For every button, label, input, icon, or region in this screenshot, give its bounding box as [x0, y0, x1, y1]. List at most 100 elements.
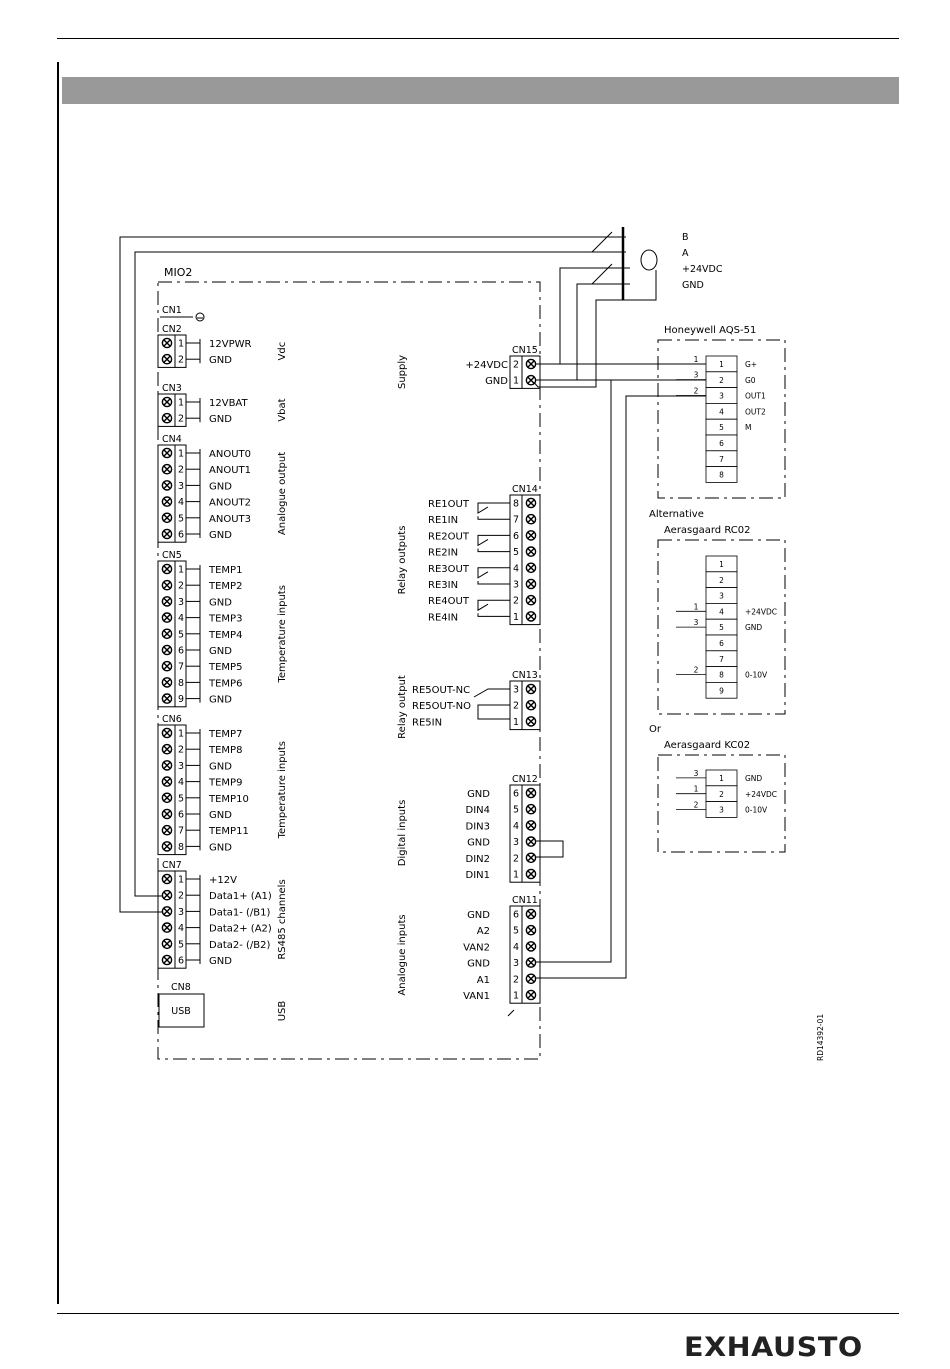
board-title: MIO2	[164, 266, 192, 279]
connector-group-label: Digital inputs	[397, 800, 408, 867]
pin-signal: TEMP2	[208, 581, 242, 592]
pin-number: 7	[178, 826, 184, 837]
sensor-pin-number: 4	[719, 407, 724, 416]
connector-name: CN11	[512, 895, 538, 906]
cn8-usb-box	[158, 993, 205, 1028]
pin-signal: GND	[209, 530, 232, 541]
screw-terminal-icon	[525, 924, 537, 936]
pin-number: 1	[513, 717, 519, 728]
screw-terminal-icon	[161, 954, 173, 966]
sensor-pin-number: 7	[719, 655, 724, 664]
screw-terminal-icon	[525, 358, 537, 370]
bus-label: A	[682, 248, 689, 259]
screw-terminal-icon	[525, 513, 537, 525]
screw-terminal-icon	[525, 530, 537, 541]
pin-signal: GND	[485, 376, 508, 387]
screw-terminal-icon	[525, 852, 537, 864]
pin-signal: 12VBAT	[209, 398, 248, 409]
supply-24v-wire	[532, 267, 630, 365]
pin-number: 2	[178, 414, 184, 425]
pin-number: 7	[513, 515, 519, 526]
sensor-pin-number: 8	[719, 671, 724, 680]
pin-signal: DIN3	[466, 821, 491, 832]
screw-terminal-icon	[161, 906, 173, 917]
sensor-pin-number: 5	[719, 623, 724, 632]
pin-signal: GND	[209, 761, 232, 772]
wire-number: 3	[694, 769, 699, 778]
pin-signal: DIN1	[466, 870, 491, 881]
supply-gnd-wire-2	[531, 270, 657, 388]
pin-signal: TEMP4	[208, 630, 242, 641]
pin-signal: RE5OUT-NO	[412, 701, 471, 712]
screw-terminal-icon	[525, 820, 537, 831]
connector-name: CN5	[162, 550, 182, 561]
sensor-pin-number: 3	[719, 392, 724, 401]
screw-terminal-icon	[161, 337, 173, 349]
pin-number: 4	[178, 777, 184, 788]
pin-number: 1	[178, 339, 184, 350]
connector-name: CN15	[512, 345, 538, 356]
pin-number: 4	[513, 942, 519, 953]
wire-number: 1	[694, 785, 699, 794]
sensor-pin-number: 1	[719, 360, 724, 369]
pin-signal: TEMP3	[208, 614, 242, 625]
usb-group-label: USB	[277, 1001, 288, 1022]
pin-signal: GND	[209, 355, 232, 366]
pin-signal: 12VPWR	[209, 339, 251, 350]
pin-signal: GND	[209, 597, 232, 608]
connector-name: CN3	[162, 383, 182, 394]
connector-name: CN7	[162, 860, 182, 871]
pin-number: 3	[513, 958, 519, 969]
screw-terminal-icon	[525, 497, 537, 509]
pin-number: 6	[513, 910, 519, 921]
bus-label: B	[682, 232, 689, 243]
pin-signal: Data1+ (A1)	[209, 891, 272, 902]
pin-number: 7	[178, 662, 184, 673]
bus-label: +24VDC	[682, 264, 723, 275]
sensor-pin-number: 8	[719, 471, 724, 480]
screw-terminal-icon	[161, 353, 173, 365]
pin-signal: RE2IN	[428, 548, 458, 559]
connector-group-label: Relay outputs	[397, 526, 408, 595]
pin-number: 2	[178, 581, 184, 592]
pin-signal: TEMP5	[208, 662, 242, 673]
sensor-pin-label: M	[745, 423, 751, 432]
cable-shield-mark	[640, 249, 658, 271]
pin-number: 6	[178, 530, 184, 541]
wire-number: 3	[694, 371, 699, 380]
pin-signal: TEMP11	[208, 826, 249, 837]
ground-symbol-icon	[195, 312, 205, 322]
pin-signal: DIN4	[466, 805, 491, 816]
screw-terminal-icon	[525, 683, 537, 695]
sensor-title: Aerasgaard KC02	[664, 740, 750, 751]
wire-number: 2	[694, 666, 699, 675]
screw-terminal-icon	[525, 836, 537, 847]
pin-signal: TEMP9	[208, 778, 242, 789]
pin-signal: Data2- (/B2)	[209, 940, 271, 951]
pin-number: 3	[513, 685, 519, 696]
pin-number: 6	[513, 789, 519, 800]
bus-cable-slash-1	[591, 231, 613, 253]
pin-signal: TEMP7	[208, 729, 242, 740]
brand-logo: EXHAUSTO	[684, 1332, 863, 1363]
screw-terminal-icon	[161, 760, 173, 771]
pin-number: 5	[178, 939, 184, 950]
sensor-pin-number: 6	[719, 639, 724, 648]
connector-group-label: Analogue output	[277, 452, 288, 535]
sensor-pin-number: 3	[719, 592, 724, 601]
pin-signal: +12V	[209, 875, 237, 886]
pin-signal: GND	[467, 910, 490, 921]
pin-number: 8	[178, 678, 184, 689]
pin-signal: ANOUT1	[209, 465, 251, 476]
screw-terminal-icon	[525, 611, 537, 622]
screw-terminal-icon	[525, 594, 537, 606]
wire-number: 1	[694, 355, 699, 364]
pin-signal: GND	[467, 838, 490, 849]
pin-signal: GND	[209, 842, 232, 853]
pin-signal: GND	[209, 956, 232, 967]
pin-number: 4	[513, 821, 519, 832]
pin-number: 3	[178, 597, 184, 608]
